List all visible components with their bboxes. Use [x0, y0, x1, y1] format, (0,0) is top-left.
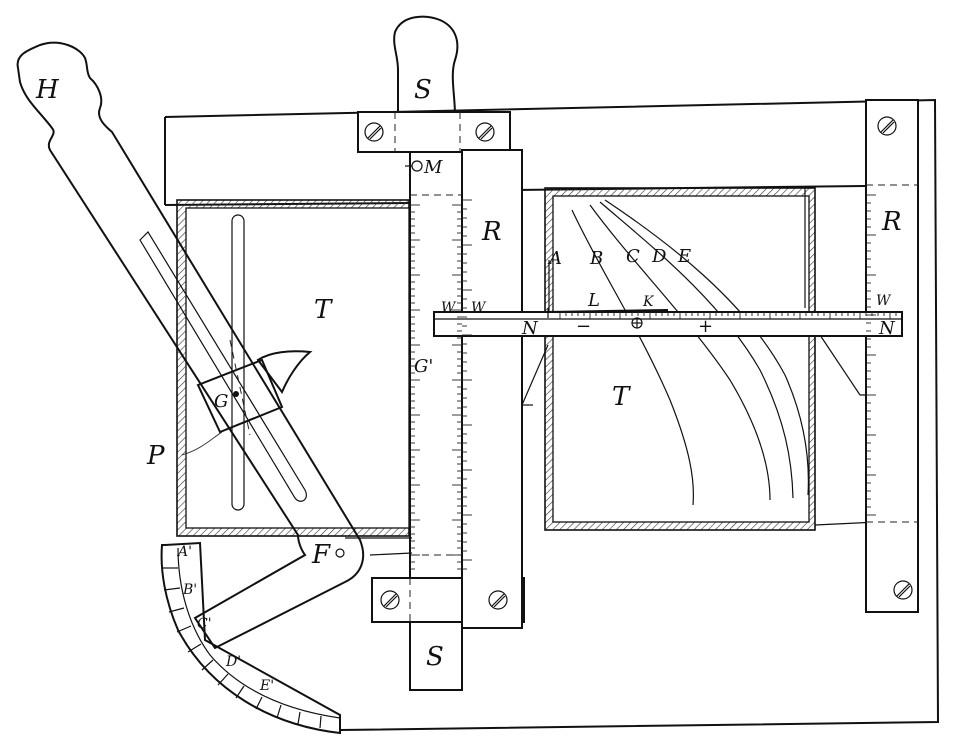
label-minus: −	[576, 316, 591, 337]
screw-icon	[488, 590, 508, 610]
scale-N-ticks	[559, 312, 897, 319]
label-M: M	[423, 157, 443, 178]
label-B-prime: B'	[182, 582, 197, 598]
label-H: H	[35, 75, 60, 105]
block-G	[181, 339, 313, 456]
label-N-left: N	[521, 318, 539, 339]
labels: H S S M R R T T A B C D E L K W W W N N …	[35, 75, 902, 694]
pin-M-icon	[405, 160, 423, 172]
label-F: F	[311, 540, 331, 570]
label-C: C	[626, 246, 640, 267]
screw-icon	[475, 122, 495, 142]
label-S-top: S	[414, 75, 432, 105]
label-E-prime: E'	[259, 678, 274, 694]
board-inner-lines	[345, 188, 879, 556]
label-W2: W	[471, 300, 487, 316]
label-plus: +	[698, 316, 713, 337]
label-T-left: T	[314, 295, 333, 325]
label-B: B	[589, 248, 603, 269]
label-W3: W	[876, 293, 892, 309]
label-E: E	[677, 246, 691, 267]
rule-R-right	[865, 99, 919, 613]
label-D-prime: D'	[225, 654, 241, 670]
label-G: G	[214, 391, 228, 412]
quadrant-scale	[160, 541, 341, 735]
label-R-right: R	[881, 207, 902, 237]
label-K: K	[642, 294, 655, 310]
label-D: D	[651, 246, 667, 267]
traced-curves	[548, 199, 809, 506]
screw-icon	[364, 122, 384, 142]
screw-icon	[877, 116, 897, 136]
slider-S-ticks	[410, 204, 462, 570]
pivot-F-icon	[335, 548, 345, 558]
rule-R-middle	[461, 149, 549, 629]
rule-R-right-ticks	[866, 194, 876, 516]
screw-icon	[380, 590, 400, 610]
label-C-prime: C'	[197, 616, 212, 632]
label-N-right: N	[878, 318, 896, 339]
right-frame-T	[544, 187, 816, 531]
label-W1: W	[441, 300, 457, 316]
label-T-right: T	[612, 382, 631, 412]
rule-R-middle-ticks	[462, 199, 472, 570]
label-S-bottom: S	[426, 642, 444, 672]
label-G-prime: G'	[414, 356, 433, 377]
label-P: P	[146, 441, 165, 471]
left-frame-T	[176, 199, 410, 537]
screw-icon	[893, 580, 913, 600]
screws	[335, 116, 913, 610]
arm-H	[16, 41, 365, 650]
label-A: A	[547, 248, 562, 269]
label-A-prime: A'	[176, 544, 192, 560]
label-L: L	[587, 290, 600, 311]
label-R-middle: R	[481, 217, 502, 247]
